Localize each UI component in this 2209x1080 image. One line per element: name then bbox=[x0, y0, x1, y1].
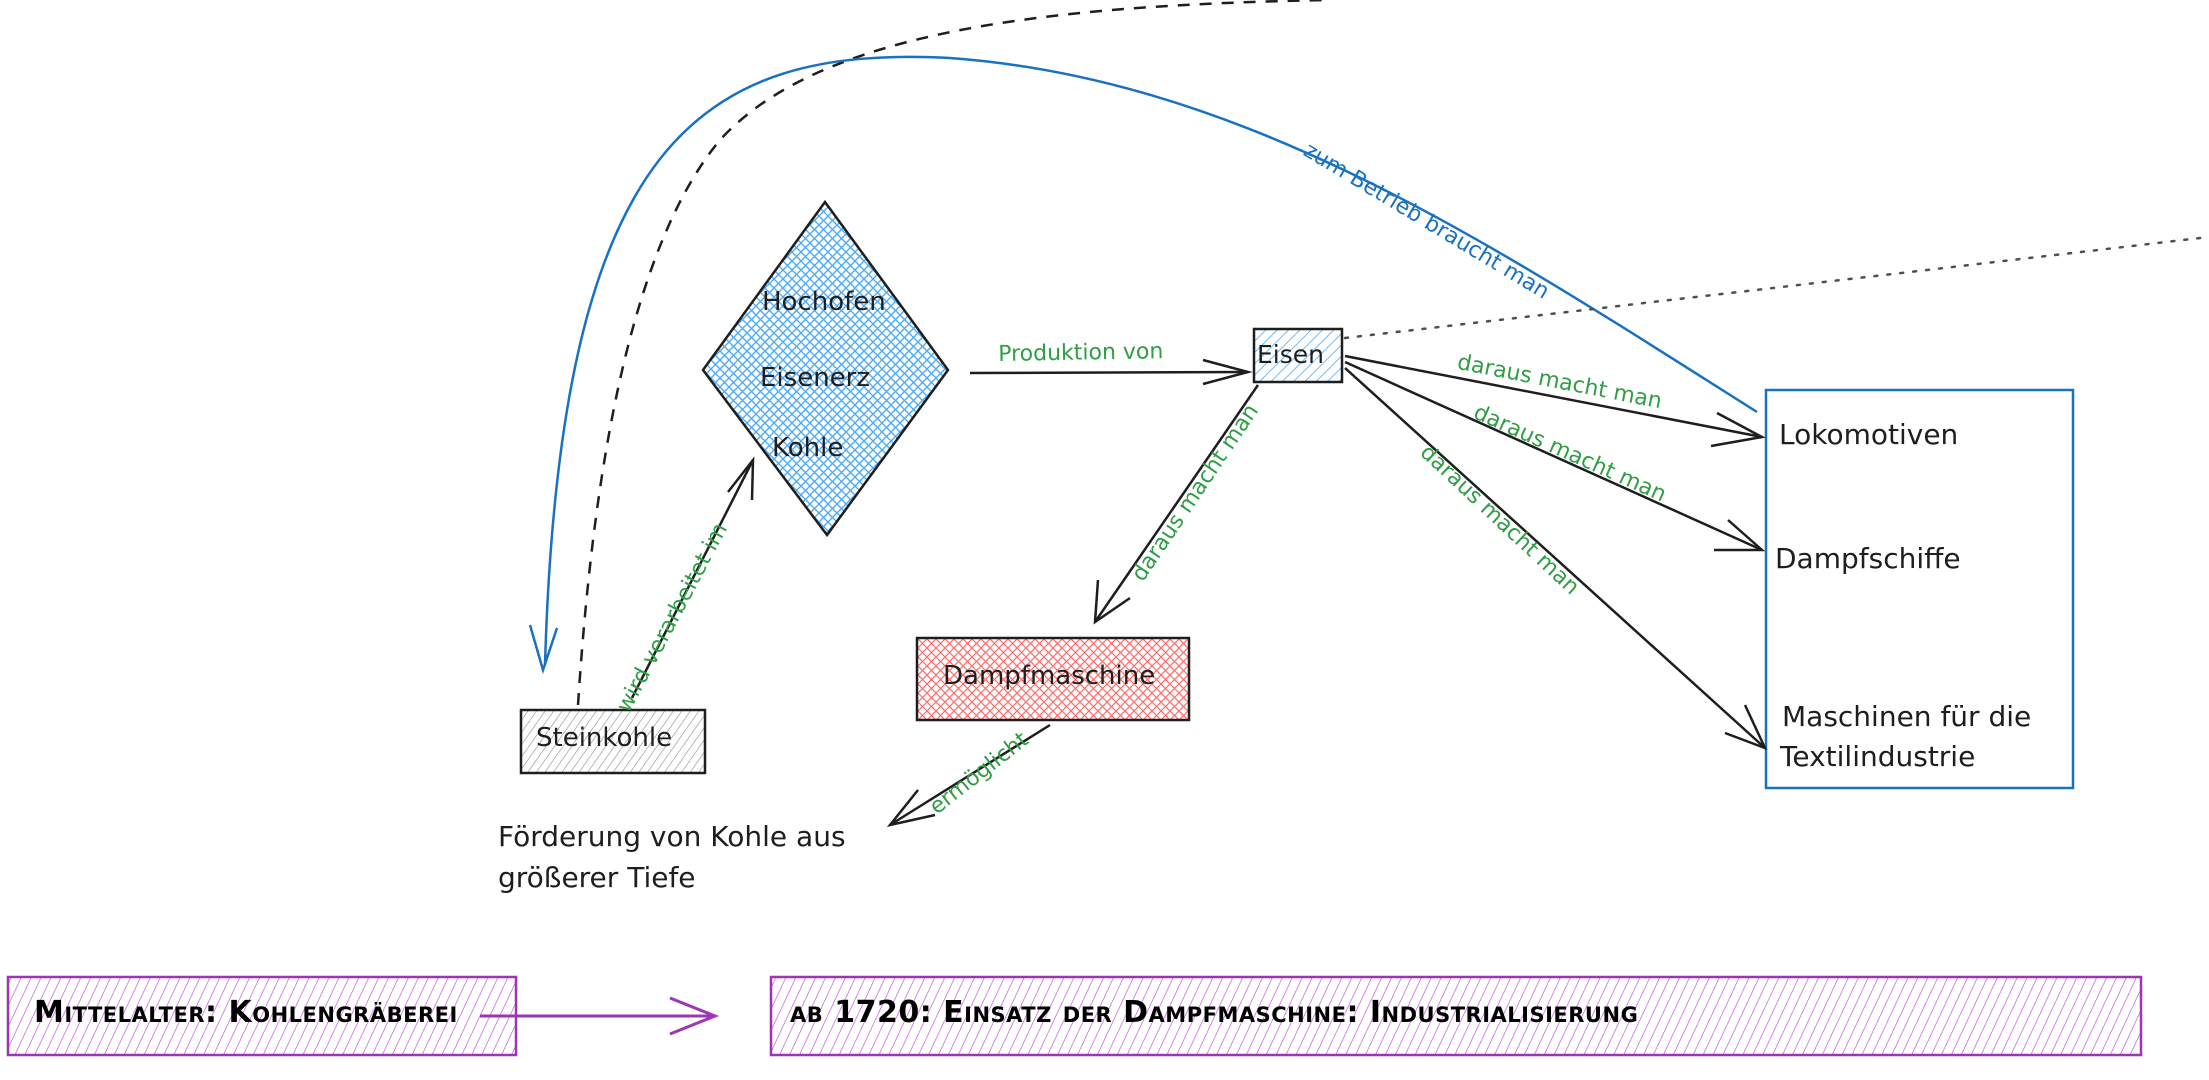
timeline-right-box[interactable] bbox=[769, 975, 2143, 1057]
eisen-box[interactable] bbox=[1252, 327, 1344, 384]
eisen-label: Eisen bbox=[1257, 340, 1324, 369]
dampfmaschine-box[interactable] bbox=[915, 636, 1191, 722]
dampfschiffe-arrowhead bbox=[1714, 519, 1766, 552]
timeline-arrowhead bbox=[669, 996, 720, 1036]
wird-verarbeitet-arrow bbox=[630, 459, 755, 699]
ermoeglicht-arrow bbox=[889, 723, 1051, 827]
timeline-left-box[interactable] bbox=[6, 975, 518, 1057]
textil-arrow bbox=[1344, 367, 1766, 749]
ermoeglicht-arrowhead bbox=[886, 789, 936, 827]
products-box[interactable] bbox=[1764, 388, 2075, 790]
eisen-dampfmaschine-arrow bbox=[1093, 384, 1260, 623]
dashed-connector bbox=[576, 0, 1331, 706]
product-dampfschiffe: Dampfschiffe bbox=[1775, 542, 1961, 575]
foerderung-line-1: Förderung von Kohle aus bbox=[498, 820, 846, 853]
timeline-right-label: ab 1720: Einsatz der Dampfmaschine: Indu… bbox=[790, 995, 1639, 1030]
zum-betrieb-arrowhead bbox=[528, 624, 559, 675]
hochofen-label: Hochofen bbox=[762, 287, 886, 317]
dotted-connector bbox=[1343, 235, 2209, 340]
product-maschinen-line-2: Textilindustrie bbox=[1780, 740, 1976, 773]
textil-arrowhead bbox=[1724, 704, 1768, 751]
wird-verarbeitet-arrowhead bbox=[727, 456, 755, 501]
hochofen-diamond[interactable] bbox=[701, 199, 950, 538]
dampfmaschine-label: Dampfmaschine bbox=[943, 661, 1156, 691]
product-lokomotiven: Lokomotiven bbox=[1779, 418, 1959, 451]
product-maschinen-line-1: Maschinen für die bbox=[1782, 700, 2032, 733]
eisenerz-label: Eisenerz bbox=[760, 363, 871, 393]
zum-betrieb-arrow bbox=[543, 55, 1758, 666]
lokomotiven-arrow bbox=[1344, 354, 1763, 439]
edge-label-produktion-von: Produktion von bbox=[998, 339, 1164, 367]
dampfschiffe-arrow bbox=[1344, 360, 1763, 552]
foerderung-line-2: größerer Tiefe bbox=[498, 861, 696, 894]
produktion-von-arrowhead bbox=[1202, 358, 1253, 386]
eisen-dampfmaschine-arrowhead bbox=[1093, 579, 1131, 625]
lokomotiven-arrowhead bbox=[1710, 411, 1766, 448]
timeline-left-label: Mittelalter: Kohlengräberei bbox=[34, 995, 458, 1030]
steinkohle-label: Steinkohle bbox=[536, 723, 673, 753]
steinkohle-box[interactable] bbox=[519, 708, 707, 775]
kohle-label: Kohle bbox=[772, 433, 844, 463]
produktion-von-arrow bbox=[969, 370, 1249, 375]
